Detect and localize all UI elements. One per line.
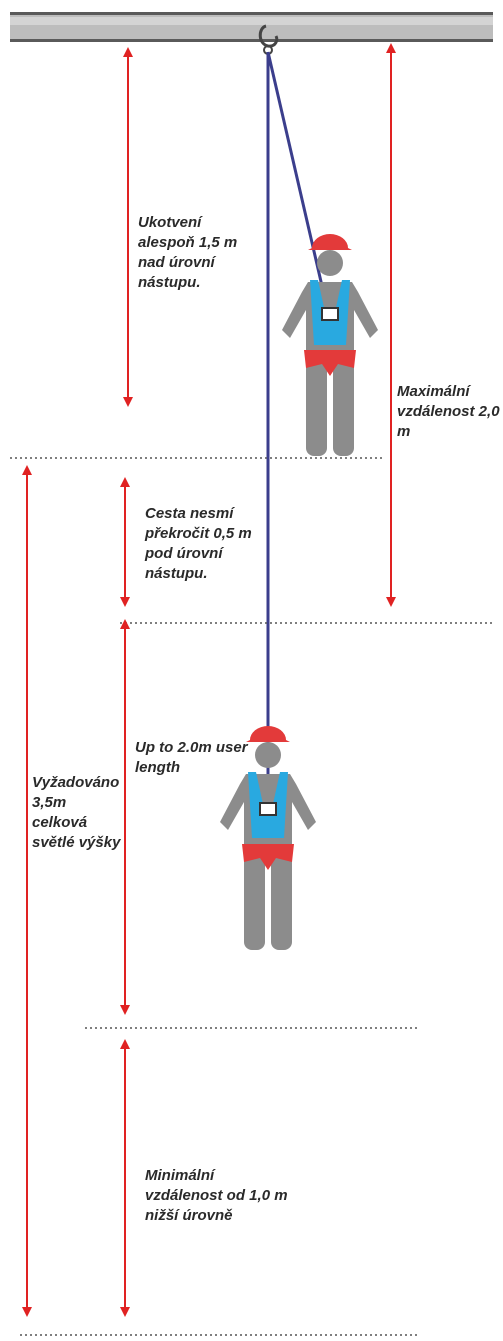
path-limit-label: Cesta nesmí překročit 0,5 m pod úrovní n… bbox=[145, 505, 252, 582]
worker-figure-lower bbox=[220, 726, 316, 950]
overhead-beam bbox=[10, 12, 493, 42]
min-distance-label: Minimální vzdálenost od 1,0 m nižší úrov… bbox=[145, 1167, 288, 1224]
worker-figure-upper bbox=[282, 234, 378, 456]
user-length-label: Up to 2.0m user length bbox=[135, 739, 248, 776]
lifeline-rope-upper bbox=[266, 51, 330, 313]
anchor-height-label: Ukotvení alespoň 1,5 m nad úrovní nástup… bbox=[138, 214, 238, 291]
max-distance-label: Maximální vzdálenost 2,0 m bbox=[397, 383, 500, 440]
required-height-label: Vyžadováno 3,5m celková světlé výšky bbox=[32, 774, 121, 851]
